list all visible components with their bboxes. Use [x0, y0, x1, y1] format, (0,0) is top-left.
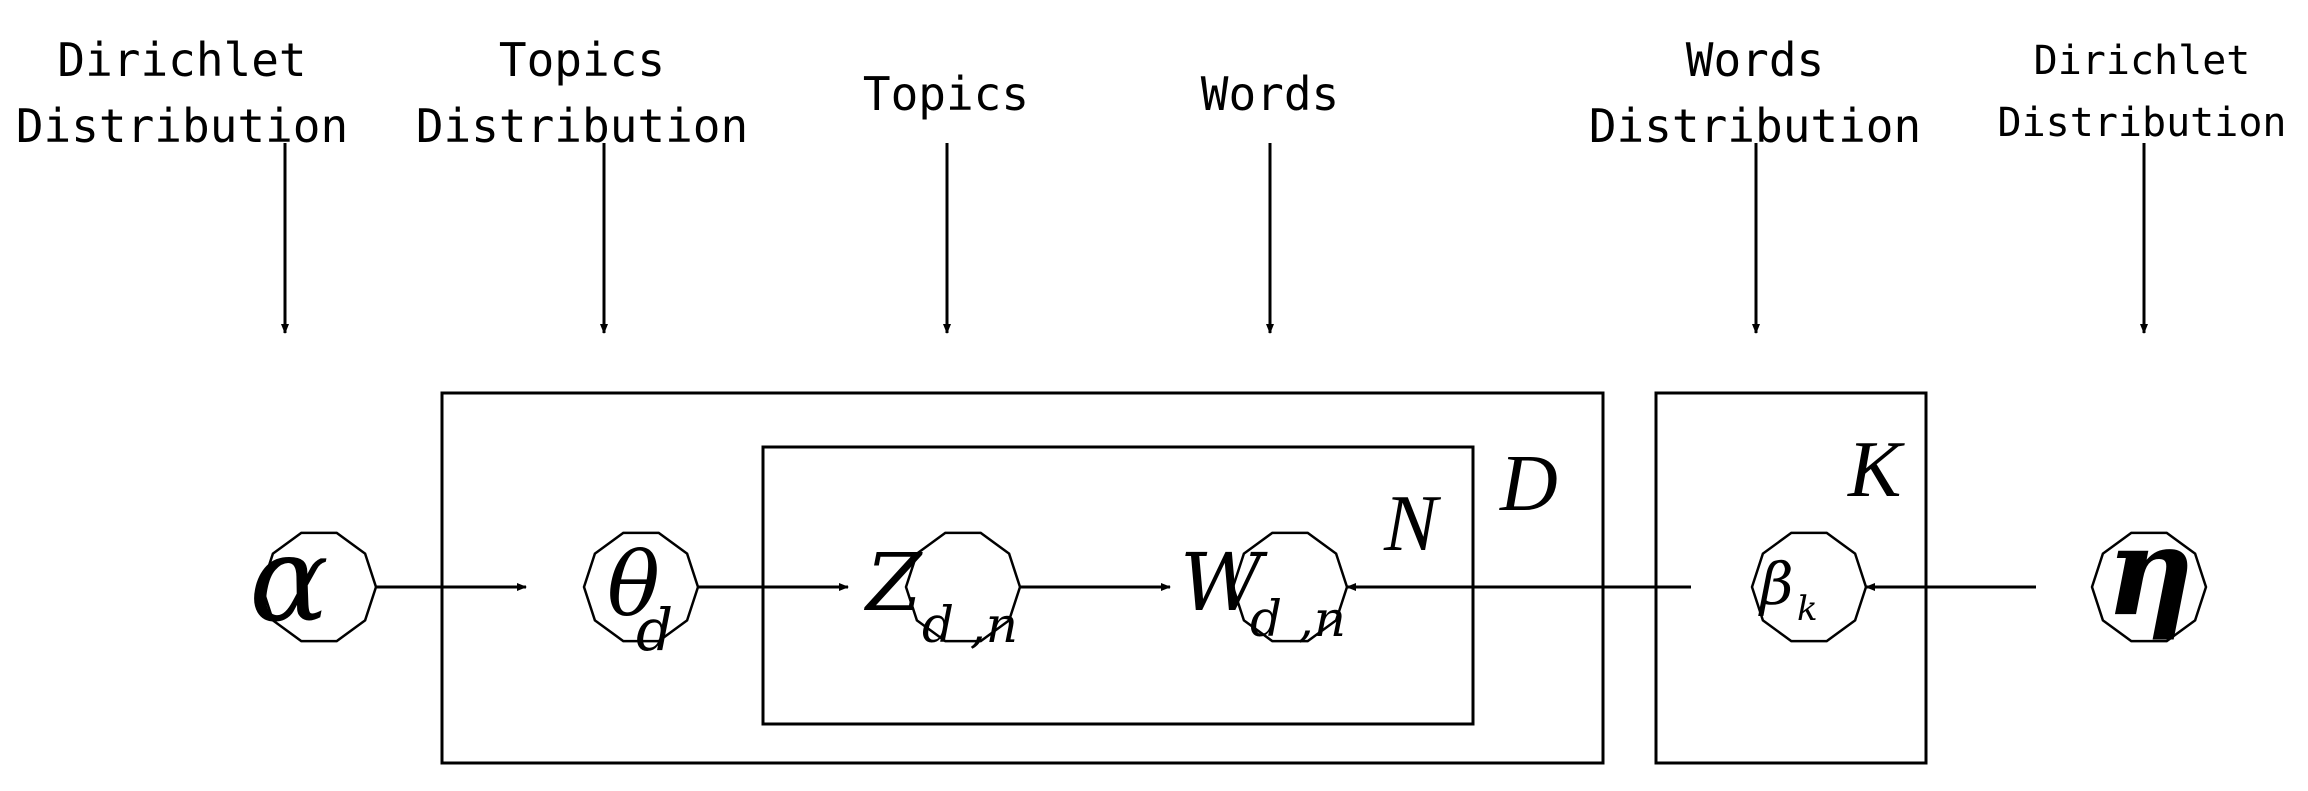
beta-symbol: β — [1758, 550, 1794, 618]
beta-subscript: k — [1797, 589, 1818, 629]
eta-label-line2: Distribution — [1998, 100, 2287, 146]
theta-label-line2: Distribution — [416, 99, 748, 153]
alpha-label-line2: Distribution — [16, 99, 348, 153]
document-plate — [440, 391, 1605, 765]
alpha-label-line1: Dirichlet — [57, 33, 306, 87]
beta-node: β k — [1750, 531, 1868, 643]
eta-symbol: η — [2106, 499, 2195, 643]
theta-label-line1: Topics — [499, 33, 665, 87]
w-subscript: d ,n — [1250, 590, 1346, 648]
z-symbol: Z — [863, 536, 923, 629]
theta-subscript: d — [636, 596, 673, 664]
topic-plate-label: K — [1847, 426, 1905, 514]
eta-node: η — [2090, 499, 2208, 643]
theta-node: θ d — [582, 531, 700, 664]
alpha-node: α — [249, 510, 378, 648]
z-node: Z d ,n — [863, 531, 1022, 654]
z-subscript: d ,n — [922, 596, 1018, 654]
w-symbol: W — [1180, 536, 1268, 629]
theta-symbol: θ — [607, 533, 660, 636]
topic-plate — [1654, 391, 1928, 765]
eta-label-line1: Dirichlet — [2034, 38, 2251, 84]
w-node: W d ,n — [1180, 531, 1349, 648]
alpha-symbol: α — [249, 510, 329, 648]
beta-label-line1: Words — [1686, 33, 1824, 87]
z-label: Topics — [863, 67, 1029, 121]
document-plate-label: D — [1499, 440, 1558, 528]
w-label: Words — [1201, 67, 1339, 121]
word-plate-label: N — [1383, 480, 1442, 568]
